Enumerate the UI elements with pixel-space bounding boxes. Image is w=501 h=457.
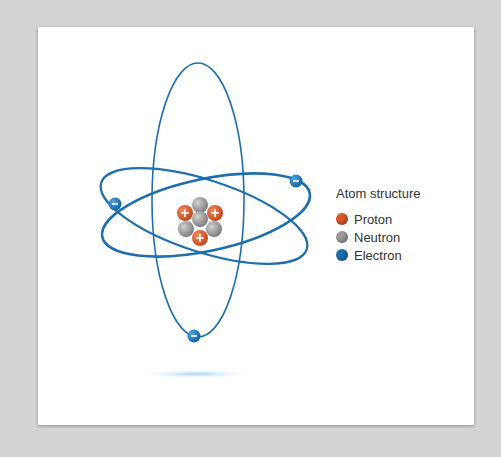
- legend-label: Proton: [354, 212, 392, 227]
- legend-row: Proton: [336, 210, 421, 228]
- legend-swatch: [336, 249, 348, 261]
- legend-swatch: [336, 213, 348, 225]
- legend-row: Neutron: [336, 228, 421, 246]
- legend-label: Neutron: [354, 230, 400, 245]
- legend-row: Electron: [336, 246, 421, 264]
- legend-swatch: [336, 231, 348, 243]
- legend-title: Atom structure: [336, 186, 421, 201]
- orbits: [90, 63, 318, 337]
- legend-label: Electron: [354, 248, 402, 263]
- nucleus: [177, 197, 223, 246]
- legend: Atom structureProtonNeutronElectron: [336, 186, 421, 264]
- shadow: [134, 369, 258, 379]
- electrons: [109, 175, 303, 343]
